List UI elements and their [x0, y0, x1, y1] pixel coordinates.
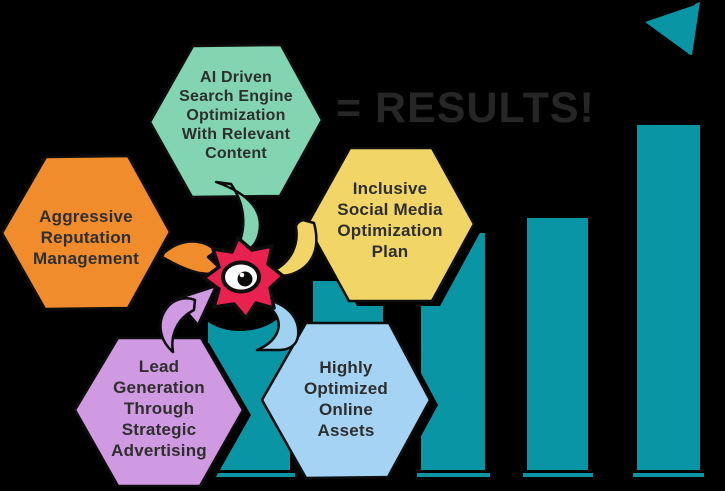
eye-pupil	[237, 271, 253, 287]
hexagon-label-online-assets: Highly Optimized Online Assets	[304, 358, 388, 440]
hexagon-label-ai-seo: AI Driven Search Engine Optimization Wit…	[179, 69, 293, 162]
purple-swirl-tail	[159, 297, 197, 354]
hexagon-lead-generation	[73, 336, 245, 488]
hexagons	[0, 43, 476, 488]
bar-base	[523, 473, 593, 477]
hexagon-ai-seo	[148, 43, 324, 199]
bar-base	[633, 473, 704, 477]
bar	[527, 218, 588, 470]
growth-arrowhead-icon	[645, 2, 700, 55]
hexagon-label-lead-generation: Lead Generation Through Strategic Advert…	[111, 357, 207, 460]
hexagon-reputation	[0, 154, 172, 311]
eye-highlight	[239, 272, 245, 278]
bar	[637, 125, 700, 470]
bar-base	[417, 473, 490, 477]
hexagon-social-media	[305, 146, 476, 303]
hexagon-online-assets	[260, 321, 432, 480]
results-heading: = RESULTS!	[336, 84, 595, 132]
eye-pinwheel-icon	[202, 236, 285, 320]
hexagon-label-social-media: Inclusive Social Media Optimization Plan	[337, 179, 443, 261]
bar-base	[205, 473, 295, 477]
hexagon-label-reputation: Aggressive Reputation Management	[33, 207, 139, 268]
pinwheel-arrows	[159, 180, 318, 354]
